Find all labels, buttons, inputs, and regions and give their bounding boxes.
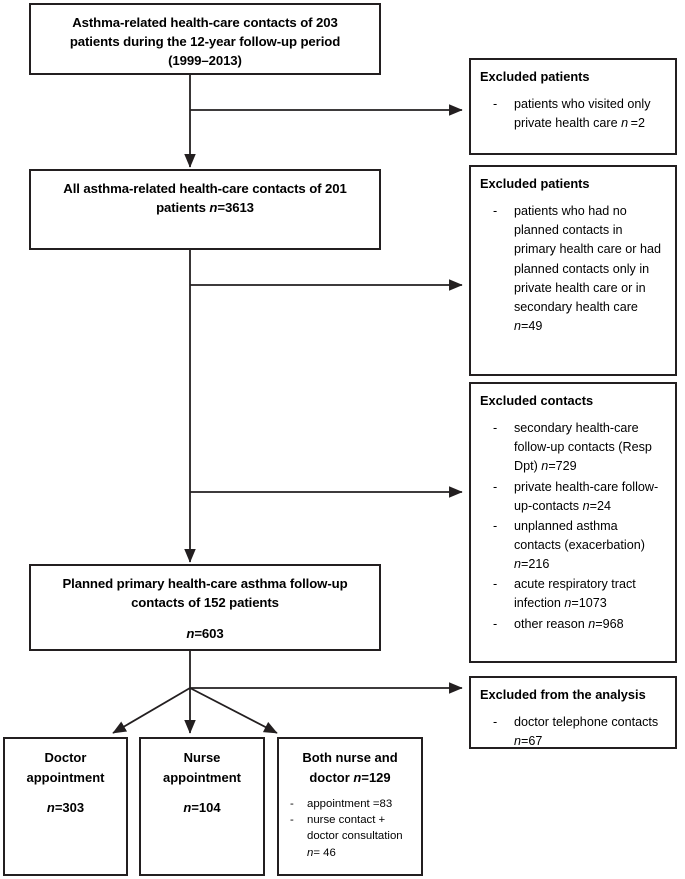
list-item: - patients who had no planned contacts i… [480, 202, 667, 336]
node-line: contacts of 152 patients [131, 595, 279, 611]
side-box-list: - patients who had no planned contacts i… [480, 202, 667, 336]
node-line: patients n=3613 [156, 200, 254, 216]
list-item-text: private health-care follow-up-contacts n… [514, 479, 659, 513]
side-box-title: Excluded from the analysis [480, 687, 646, 702]
outcome-spacer [5, 787, 126, 798]
list-item-text: nurse contact + doctor consultation n= 4… [307, 814, 403, 859]
list-item-text: patients who visited only private health… [514, 97, 651, 131]
side-box-excluded-patients-2: Excluded patients - patients who had no … [469, 165, 677, 376]
outcome-line: Both nurse and [302, 750, 398, 765]
connector-to-doctor-appointment [112, 687, 191, 734]
outcome-spacer [141, 787, 263, 798]
side-box-excluded-contacts: Excluded contacts - secondary health-car… [469, 382, 677, 663]
node-line: patients during the 12-year follow-up pe… [69, 34, 341, 50]
list-item-text: acute respiratory tract infection n=1073 [514, 577, 636, 611]
bullet-dash: - [493, 616, 498, 631]
bullet-dash: - [493, 518, 498, 533]
outcome-line: appointment [26, 769, 105, 785]
bullet-dash: - [493, 479, 498, 494]
side-box-list: - secondary health-care follow-up contac… [480, 419, 667, 634]
node-spacer [31, 612, 379, 624]
list-item: - appointment =83 [281, 796, 417, 812]
outcome-line: doctor n=129 [309, 769, 391, 785]
bullet-dash: - [493, 97, 498, 112]
bullet-dash: - [493, 421, 498, 436]
node-line: (1999–2013) [168, 53, 242, 69]
list-item-text: doctor telephone contacts n=67 [514, 715, 659, 749]
side-box-list: - patients who visited only private heal… [480, 95, 667, 133]
node-line: n=603 [186, 626, 224, 642]
list-item-text: other reason n=968 [514, 616, 624, 631]
side-box-list: - doctor telephone contacts n=67 [480, 713, 667, 751]
outcome-line: n=104 [183, 800, 221, 815]
node-planned-primary-contacts: Planned primary health-care asthma follo… [29, 564, 381, 651]
outcome-box-nurse-appointment: Nurse appointment n=104 [139, 737, 265, 876]
list-item: - patients who visited only private heal… [480, 95, 667, 133]
list-item-text: secondary health-care follow-up contacts… [514, 421, 652, 474]
outcome-line: Doctor [44, 750, 87, 765]
list-item-text: unplanned asthma contacts (exacerbation)… [514, 518, 645, 572]
bullet-dash: - [290, 798, 294, 810]
outcome-line: Nurse [183, 750, 221, 765]
side-box-excluded-patients-1: Excluded patients - patients who visited… [469, 58, 677, 155]
node-line: Planned primary health-care asthma follo… [62, 576, 348, 591]
list-item: - private health-care follow-up-contacts… [480, 478, 667, 516]
side-box-title: Excluded patients [480, 69, 590, 84]
bullet-dash: - [493, 577, 498, 592]
list-item: - unplanned asthma contacts (exacerbatio… [480, 517, 667, 574]
node-line: Asthma-related health-care contacts of 2… [72, 15, 338, 30]
side-box-excluded-from-analysis: Excluded from the analysis - doctor tele… [469, 676, 677, 749]
node-line: All asthma-related health-care contacts … [63, 181, 347, 196]
outcome-line: appointment [163, 769, 241, 785]
bullet-dash: - [290, 814, 294, 827]
connector-to-both-nurse-doctor [189, 687, 278, 734]
list-item: - doctor telephone contacts n=67 [480, 713, 667, 751]
list-item-text: patients who had no planned contacts in … [514, 204, 661, 334]
list-item: - acute respiratory tract infection n=10… [480, 575, 667, 613]
list-item: - nurse contact + doctor consultation n=… [281, 812, 417, 861]
bullet-dash: - [493, 204, 498, 219]
outcome-box-both-nurse-and-doctor: Both nurse and doctor n=129 - appointmen… [277, 737, 423, 876]
outcome-sub-list: - appointment =83 - nurse contact + doct… [279, 796, 421, 861]
side-box-title: Excluded contacts [480, 393, 594, 408]
list-item: - secondary health-care follow-up contac… [480, 419, 667, 476]
bullet-dash: - [493, 715, 498, 730]
outcome-line: n=303 [46, 800, 85, 815]
side-box-title: Excluded patients [480, 176, 590, 191]
outcome-box-doctor-appointment: Doctor appointment n=303 [3, 737, 128, 876]
list-item: - other reason n=968 [480, 615, 667, 634]
list-item-text: appointment =83 [307, 798, 393, 810]
node-all-contacts-201: All asthma-related health-care contacts … [29, 169, 381, 250]
node-all-contacts-203: Asthma-related health-care contacts of 2… [29, 3, 381, 75]
